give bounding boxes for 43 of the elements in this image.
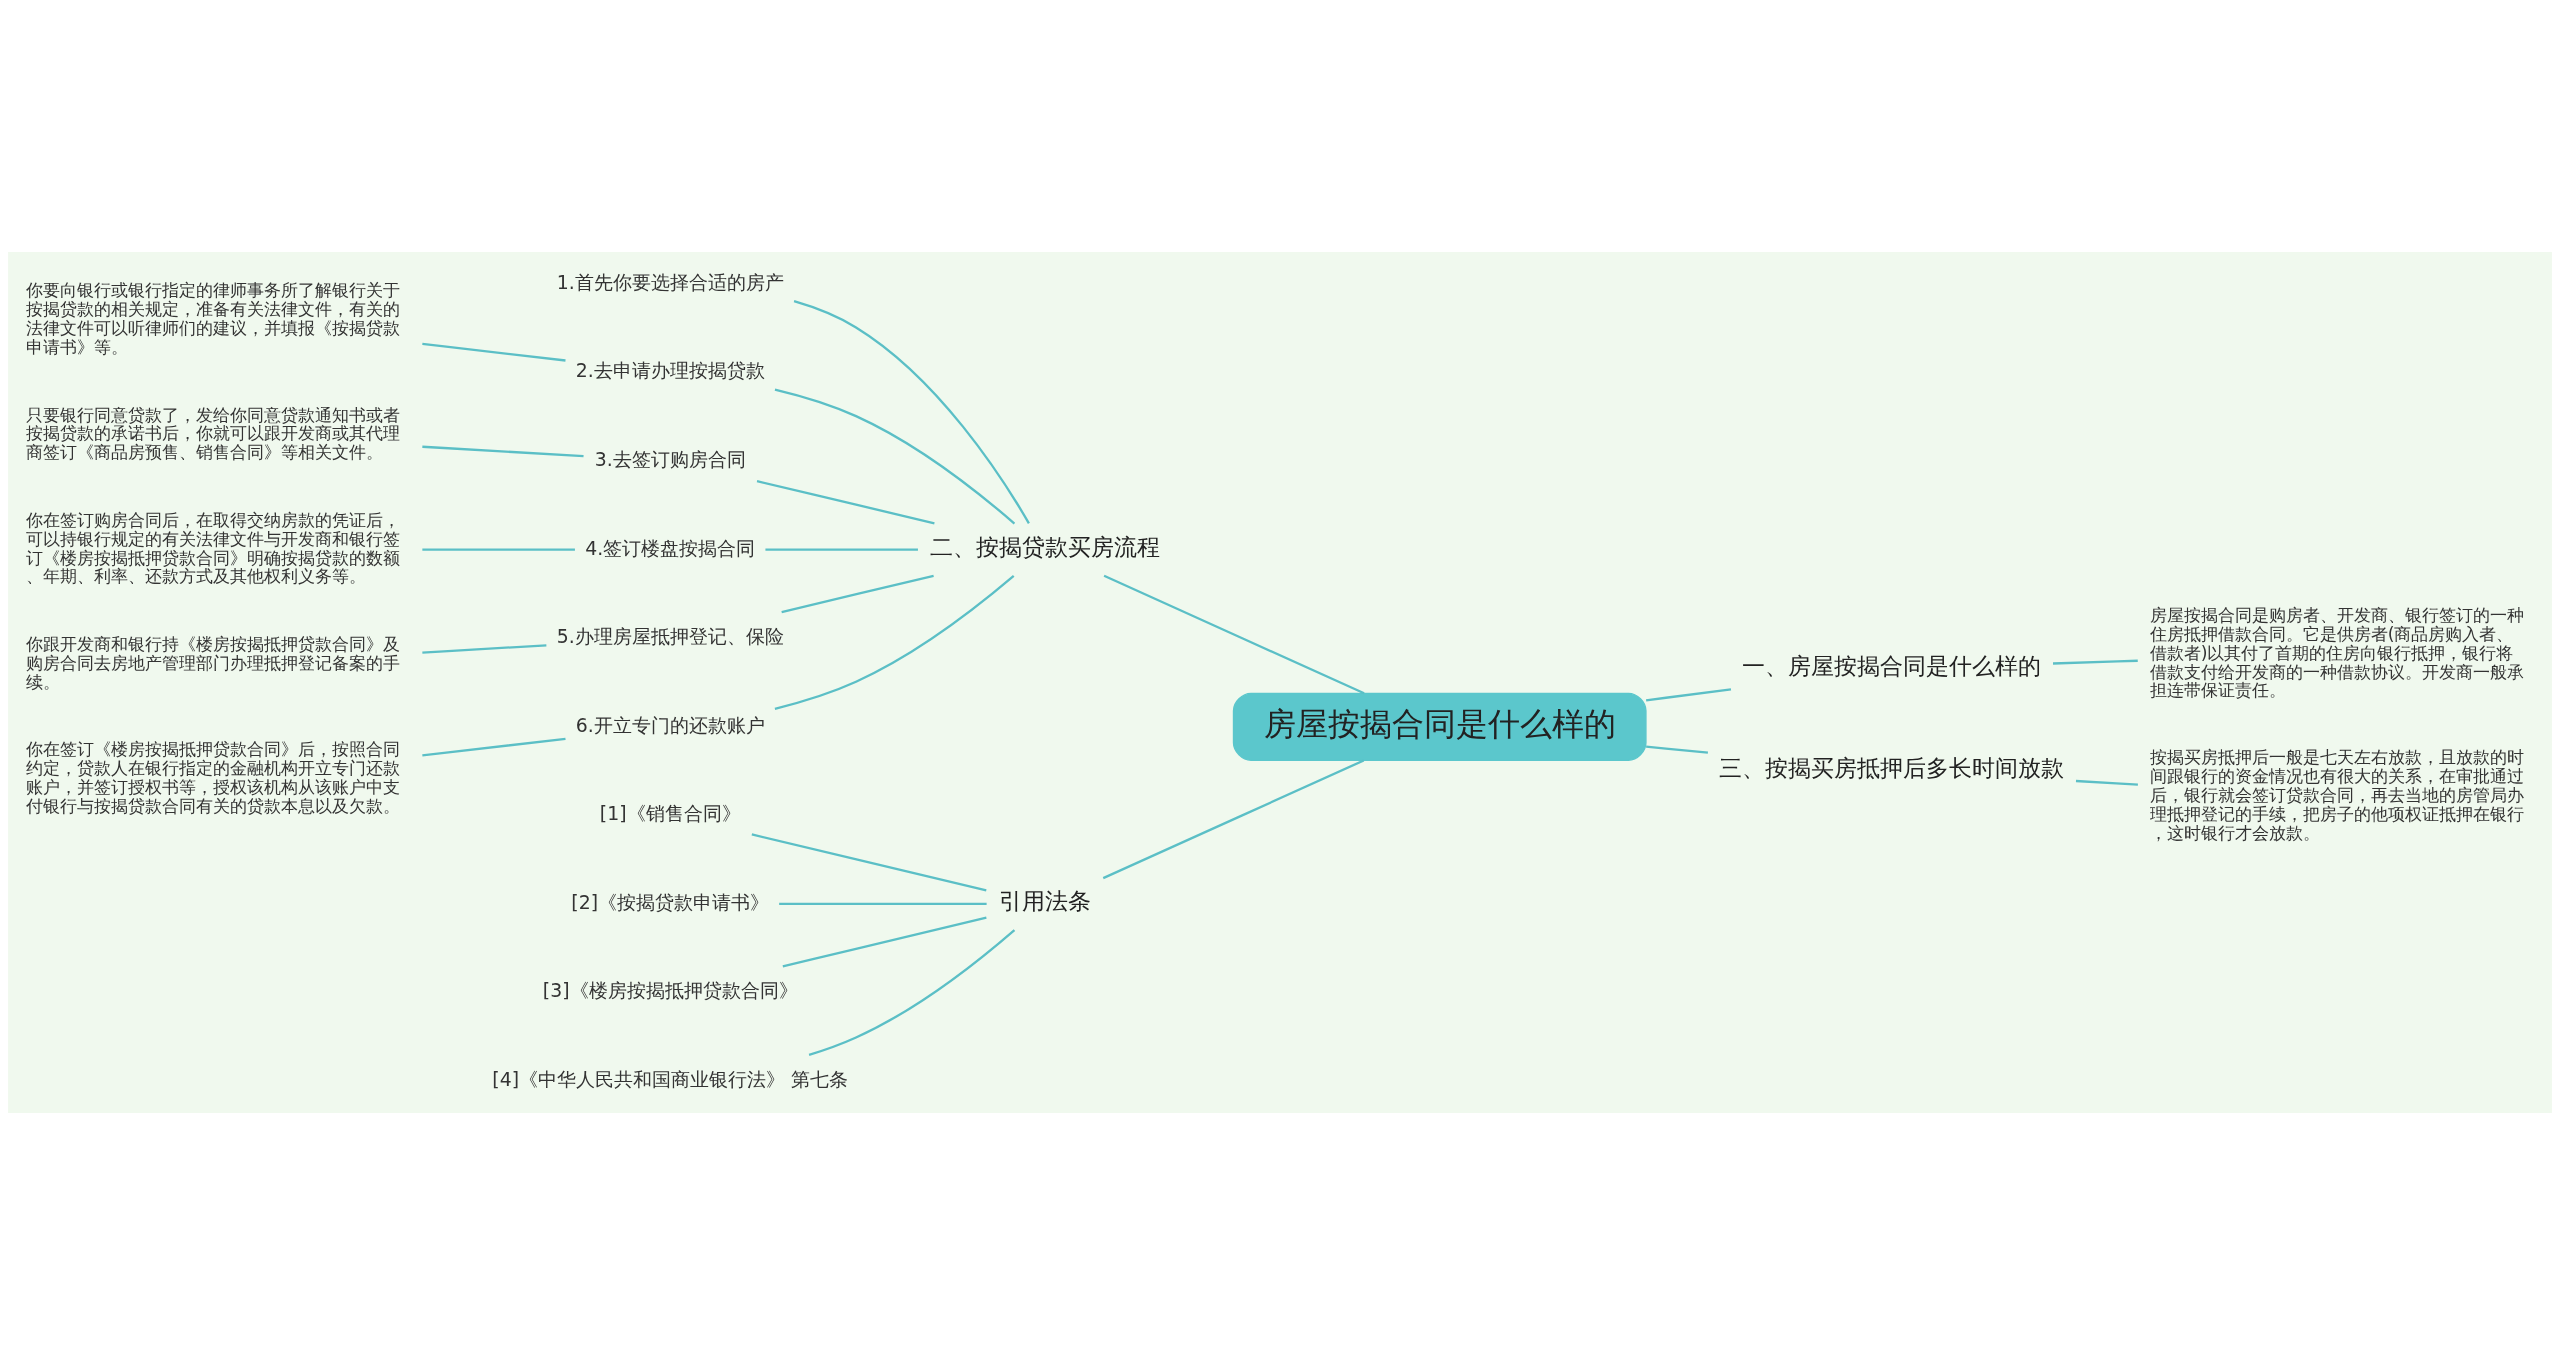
node-text: 你在签订购房合同后，在取得交纳房款的凭证后，可以持银行规定的有关法律文件与开发商和银行签订《楼房按揭抵押贷款合同》明确按揭贷款的数额、年期、利率、还款方式及其他权利义务等。	[25, 509, 400, 587]
node-text: 三、按揭买房抵押后多长时间放款	[1719, 753, 2065, 781]
node-text: [2]《按揭贷款申请书》	[571, 890, 770, 913]
connector	[774, 575, 1015, 710]
connector	[779, 902, 987, 906]
node-text: 5.办理房屋抵押登记、保险	[556, 625, 784, 648]
node-text: 一、房屋按揭合同是什么样的	[1742, 652, 2042, 680]
node-text: [1]《销售合同》	[599, 802, 741, 825]
connector	[774, 388, 1016, 525]
node-text: 2.去申请办理按揭贷款	[575, 359, 765, 382]
node-text: 4.签订楼盘按揭合同	[585, 536, 756, 559]
node-text: 你要向银行或银行指定的律师事务所了解银行关于按揭贷款的相关规定，准备有关法律文件，有关的法律文件可以听律师们的建议，并填报《按揭贷款申请书》等。	[25, 280, 400, 358]
connector	[422, 342, 566, 362]
node-box: 房屋按揭合同是什么样的	[1232, 692, 1647, 761]
connector	[751, 833, 987, 892]
connector	[781, 574, 934, 614]
node-text: 6.开立专门的还款账户	[575, 713, 765, 736]
connector	[422, 548, 575, 551]
connector	[808, 929, 1016, 1056]
connector	[1102, 759, 1365, 880]
node-text: 按揭买房抵押后一般是七天左右放款，且放款的时间跟银行的资金情况也有很大的关系，在审批通过后，银行就会签订贷款合同，再去当地的房管局办理抵押登记的手续，把房子的他项权证抵押在银行，这时银行才会放款。	[2149, 747, 2524, 843]
connector	[422, 644, 547, 654]
node-text: 你在签订《楼房按揭抵押贷款合同》后，按照合同约定，贷款人在银行指定的金融机构开立专门还款账户，并签订授权书等，授权该机构从该账户中支付银行与按揭贷款合同有关的贷款本息以及欠款。	[25, 739, 400, 816]
node-text: 二、按揭贷款买房流程	[929, 533, 1160, 561]
connector	[422, 737, 566, 757]
node-text: 1.首先你要选择合适的房产	[556, 270, 784, 293]
connector	[1103, 574, 1365, 695]
connector	[1646, 745, 1708, 754]
node-text: 只要银行同意贷款了，发给你同意贷款通知书或者按揭贷款的承诺书后，你就可以跟开发商或其代理商签订《商品房预售、销售合同》等相关文件。	[25, 404, 400, 463]
connector	[793, 300, 1030, 524]
node-text: 3.去签订购房合同	[594, 448, 746, 471]
connector	[1645, 688, 1732, 702]
connector	[2052, 659, 2138, 665]
connector	[756, 480, 935, 525]
node-text: [4]《中华人民共和国商业银行法》 第七条	[492, 1067, 849, 1090]
node-text: 你跟开发商和银行持《楼房按揭抵押贷款合同》及购房合同去房地产管理部门办理抵押登记备案的手续。	[25, 633, 400, 692]
connector	[782, 916, 987, 968]
connector	[765, 548, 918, 551]
connector	[422, 445, 584, 458]
node-text: 房屋按揭合同是购房者、开发商、银行签订的一种住房抵押借款合同。它是供房者(商品房购入者、借款者)以其付了首期的住房向银行抵押，银行将借款支付给开发商的一种借款协议。开发商一般承担连带保证责任。	[2149, 604, 2524, 701]
node-text: 引用法条	[998, 887, 1091, 915]
connector	[2075, 779, 2138, 786]
node-text: [3]《楼房按揭抵押贷款合同》	[542, 979, 798, 1002]
